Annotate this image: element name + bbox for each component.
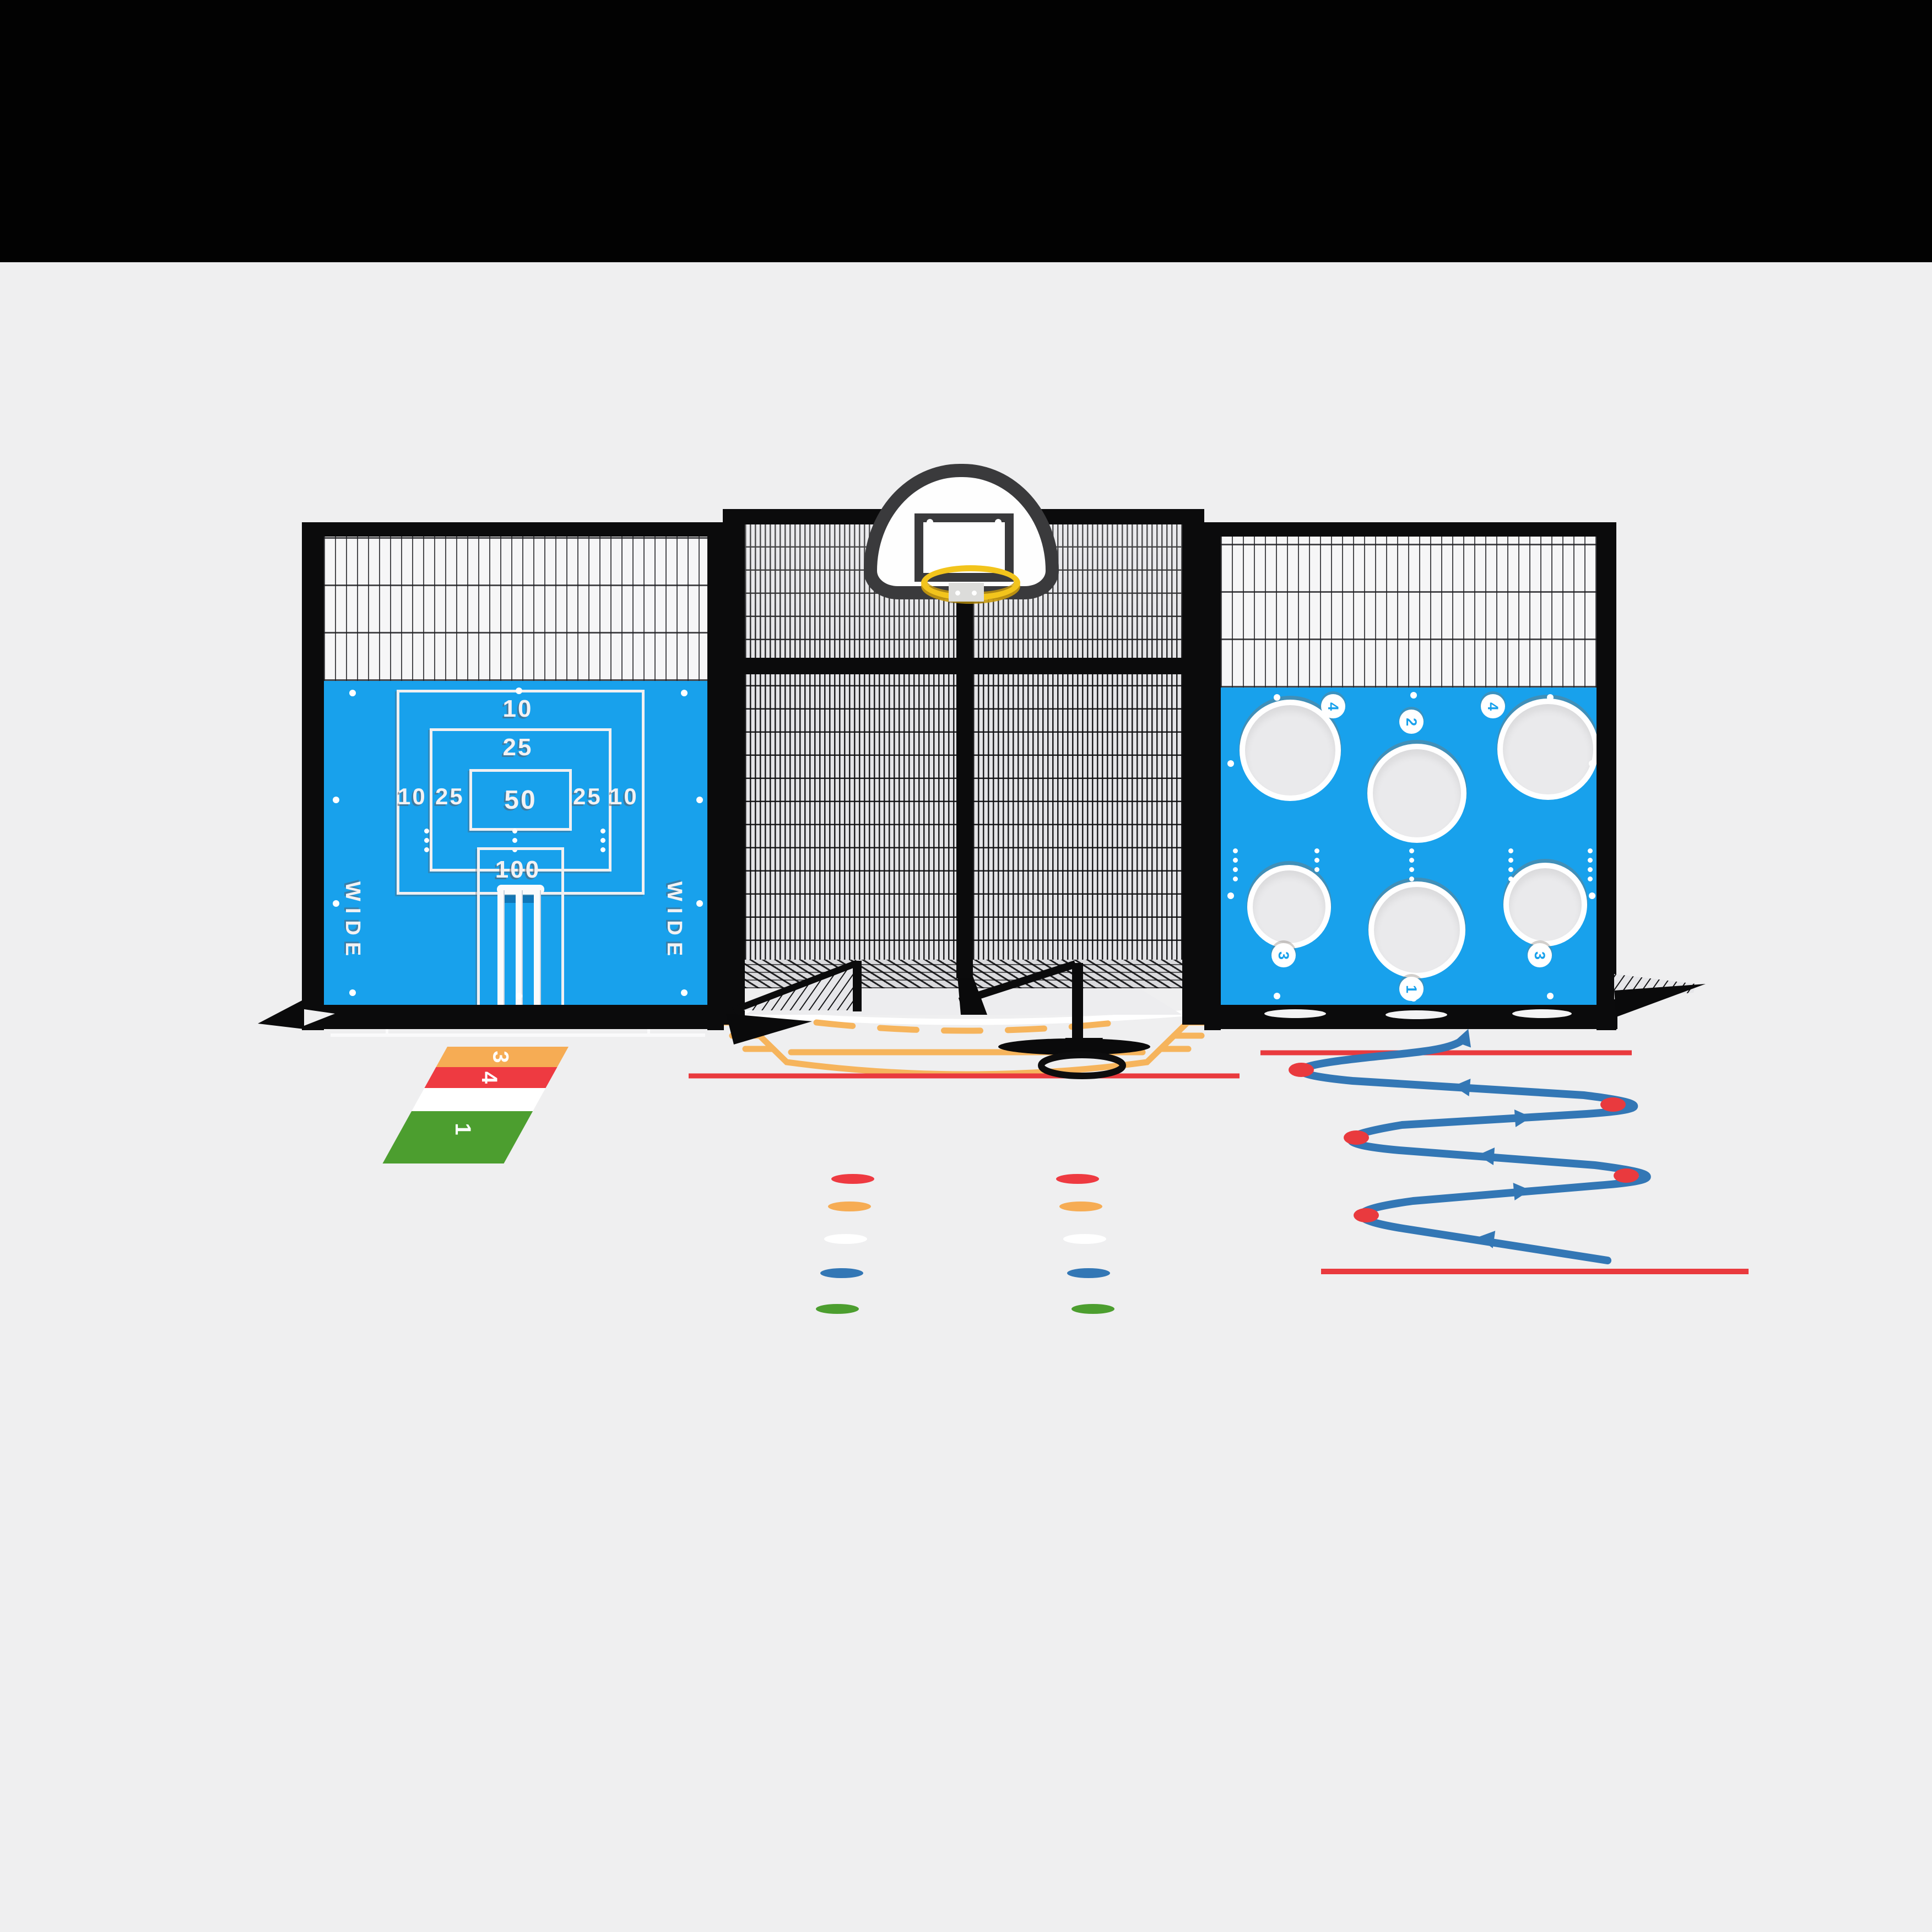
cricket-wall-top-rail [302,522,723,537]
goal-net-wing-left [726,960,862,1045]
target-badge-bottom-right: 3 [1528,943,1552,967]
pole-ground-shadow [957,976,987,1015]
mat-stripe-white [412,1088,546,1111]
target-hole-top-right [1497,699,1599,800]
slalom-cone-5 [1289,1063,1314,1077]
backboard-bolt-right [995,519,1002,526]
cricket-zone-100-label: 100 [495,856,541,883]
cricket-wide-label-right: WIDE [663,881,686,963]
mat-stripe-red-label: 4 [477,1071,501,1084]
letterbox-top-bar [0,0,1932,262]
mat-stripe-green-label: 1 [450,1123,475,1135]
spot-right-green [1071,1304,1114,1314]
target-wall-post-left [1204,522,1221,1030]
left-end-wedge [258,999,335,1029]
cricket-wall-base [302,1005,724,1029]
spot-left-blue [820,1268,863,1278]
slalom-cone-3 [1344,1130,1369,1145]
cricket-stumps-bail [497,885,544,894]
cricket-zone-middle-label: 25 [502,734,533,761]
spot-left-white [824,1234,867,1244]
cricket-row-25-left: 25 [435,783,464,809]
spot-left-orange [828,1202,871,1211]
target-hole-top-left [1240,700,1341,801]
cricket-zone-inner-label: 50 [504,785,537,815]
spot-left-green [816,1304,859,1314]
target-badge-top-center: 2 [1399,710,1424,734]
target-badge-top-left: 4 [1321,694,1345,718]
basketball-pole [956,589,973,978]
base-oval-2 [1386,1010,1447,1019]
rim-bracket [949,583,984,602]
mat-stripe-red: 4 [424,1067,558,1088]
goal-floor-shadow [998,1038,1150,1055]
spot-left-red [831,1174,874,1184]
cage-post-right [1182,509,1204,1025]
cricket-wall-post-right [707,522,724,1030]
spot-right-orange [1059,1202,1102,1211]
spot-right-red [1056,1174,1099,1184]
target-hole-top-center [1367,744,1466,843]
cricket-panel: 10 25 50 10 25 25 10 100 [324,681,710,1008]
cricket-wall-post-left [302,522,324,1030]
backboard-bolt-left [927,519,933,526]
goal-frame-right [958,960,1150,1079]
cricket-row-10-right: 10 [609,783,638,809]
spot-right-blue [1067,1268,1110,1278]
cricket-wall-top-mesh [324,537,707,681]
slalom-path [1297,1029,1651,1264]
slalom-cone-4 [1600,1097,1626,1112]
cricket-wide-label-left: WIDE [341,881,364,963]
target-hole-bottom-right [1503,863,1587,946]
target-wall-post-right [1597,522,1616,1030]
target-hole-bottom-left [1247,865,1331,949]
slalom-cone-1 [1354,1208,1379,1222]
slalom-arrows [1453,1029,1531,1248]
cricket-zone-middle [430,728,611,872]
cricket-zone-inner: 50 [469,769,572,831]
target-wall-top-rail [1204,522,1616,537]
target-panel: 4 2 4 3 1 3 [1221,688,1601,1005]
target-badge-top-right: 4 [1481,694,1505,718]
white-goal-arc [740,1009,1193,1025]
target-badge-bottom-left: 3 [1271,943,1296,967]
cricket-row-10-left: 10 [398,783,427,809]
spot-right-white [1063,1234,1106,1244]
cricket-stump-middle [516,890,523,1005]
cricket-row-25-right: 25 [573,783,602,809]
cricket-stump-right [534,890,541,1005]
cricket-zone-100-box [477,847,564,1008]
cricket-stump-left [497,890,505,1005]
base-oval-1 [1264,1009,1326,1018]
right-mesh-skirt [1614,974,1706,1017]
target-hole-bottom-center [1368,881,1465,978]
mat-stripe-orange-label: 3 [488,1051,513,1063]
base-oval-3 [1512,1009,1572,1018]
cricket-zone-outer-label: 10 [502,695,533,722]
slalom-cone-2 [1614,1168,1639,1183]
target-wall-top-mesh [1221,537,1598,688]
mat-stripe-orange: 3 [436,1047,569,1067]
cage-post-left [723,509,745,1025]
floor-spot-ring [1038,1052,1126,1079]
